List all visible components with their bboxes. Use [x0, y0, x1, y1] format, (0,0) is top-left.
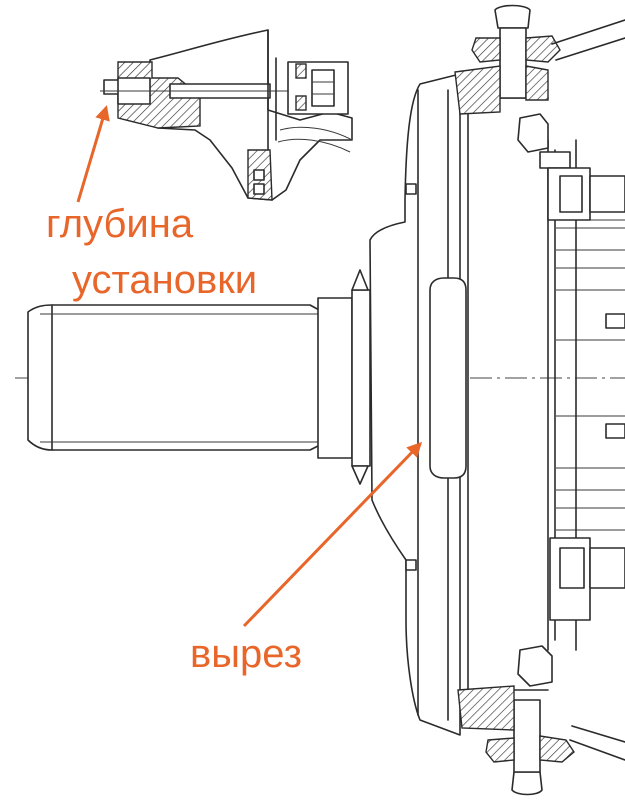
- main-assembly-drawing: [15, 4, 625, 796]
- cutout-arrow: [242, 441, 423, 628]
- depth-label-line1: глубина: [46, 202, 194, 246]
- depth-arrow: [76, 105, 110, 203]
- cutout-label: вырез: [190, 632, 302, 676]
- depth-label-line2: установки: [72, 258, 258, 302]
- inset-detail-drawing: [100, 29, 353, 201]
